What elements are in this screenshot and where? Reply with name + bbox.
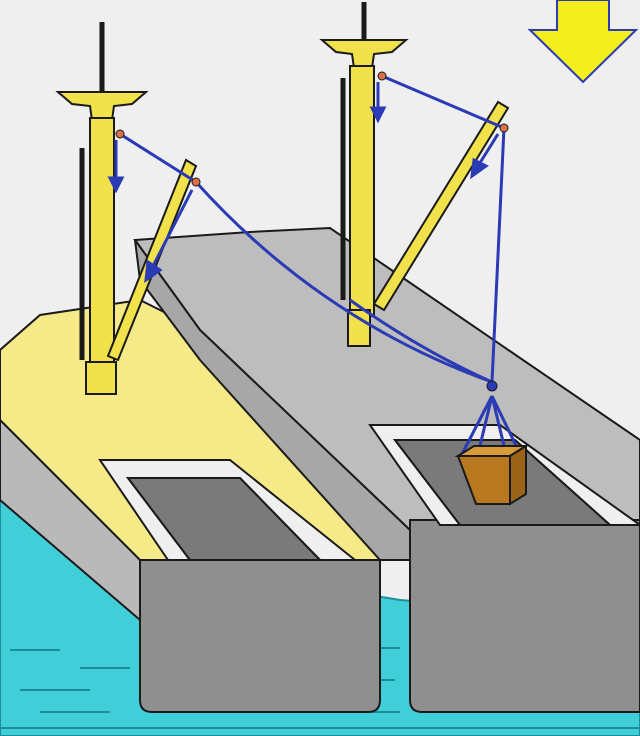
right-mast-base <box>348 310 370 346</box>
left-mast-base <box>86 362 116 394</box>
left-ship-front-hull <box>140 560 380 712</box>
right-ship-front-hull <box>410 520 640 712</box>
cargo-hook <box>487 381 497 391</box>
right-mast <box>350 66 374 316</box>
left-mast <box>90 118 114 368</box>
